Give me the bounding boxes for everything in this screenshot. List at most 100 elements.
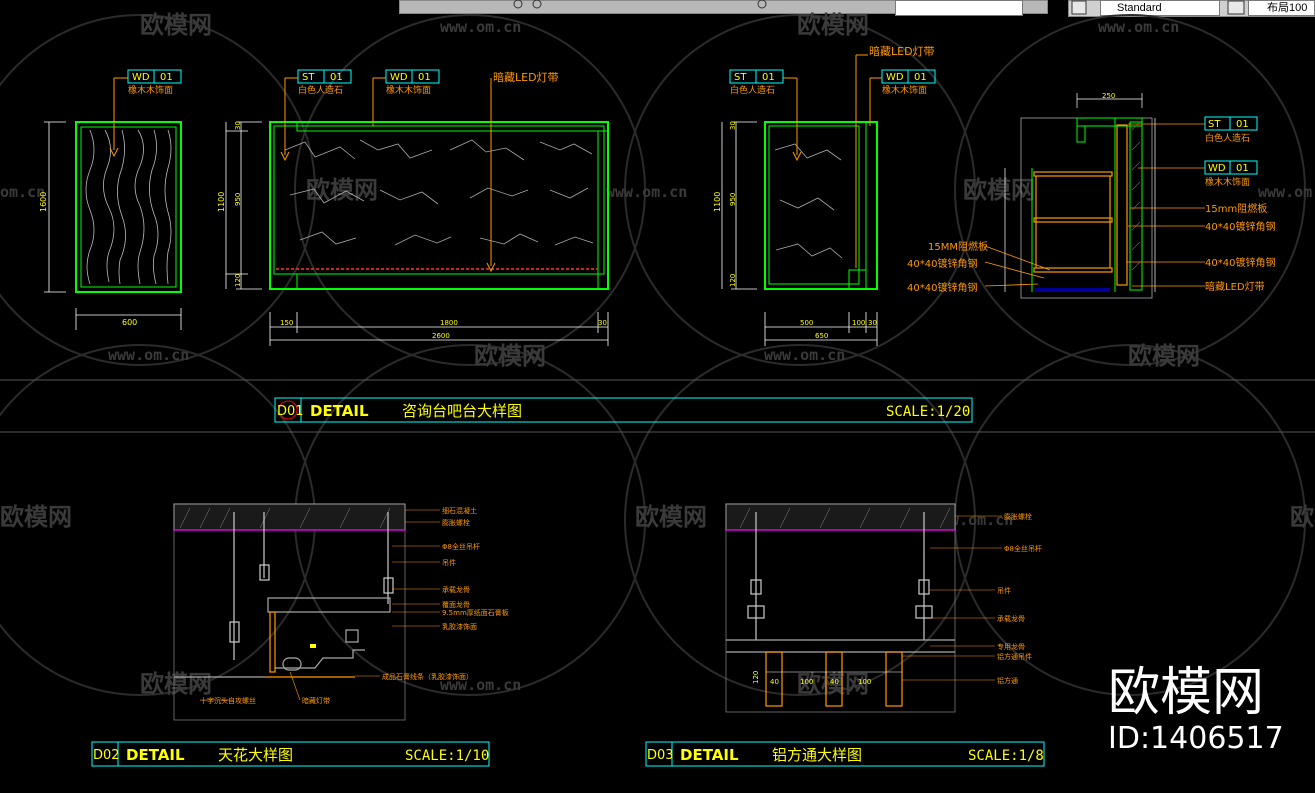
svg-text:橡木木饰面: 橡木木饰面 <box>1205 176 1250 188</box>
svg-text:白色人造石: 白色人造石 <box>298 84 343 96</box>
svg-text:WD: WD <box>390 72 408 83</box>
svg-text:Φ8全丝吊杆: Φ8全丝吊杆 <box>1004 544 1042 553</box>
svg-text:成品石膏线条（乳胶漆饰面）: 成品石膏线条（乳胶漆饰面） <box>382 672 473 681</box>
svg-text:30: 30 <box>868 319 877 327</box>
svg-text:SCALE:1/20: SCALE:1/20 <box>886 404 970 420</box>
svg-text:ST: ST <box>734 72 747 83</box>
svg-text:120: 120 <box>729 274 737 287</box>
svg-text:om.cn: om.cn <box>0 183 45 201</box>
svg-text:15mm阻燃板: 15mm阻燃板 <box>1205 202 1267 215</box>
svg-text:600: 600 <box>122 318 137 327</box>
svg-text:120: 120 <box>234 274 242 287</box>
brand-watermark-large: 欧模网 <box>1108 663 1264 723</box>
svg-text:橡木木饰面: 橡木木饰面 <box>386 84 431 96</box>
svg-text:橡木木饰面: 橡木木饰面 <box>882 84 927 96</box>
svg-text:橡木木饰面: 橡木木饰面 <box>128 84 173 96</box>
svg-text:40*40镀锌角钢: 40*40镀锌角钢 <box>907 281 977 294</box>
toolbar-icons[interactable] <box>513 0 1245 15</box>
d03-title-block: D03 DETAIL 铝方通大样图 SCALE:1/8 <box>645 741 1045 767</box>
svg-text:ST: ST <box>302 72 315 83</box>
svg-text:天花大样图: 天花大样图 <box>218 746 293 764</box>
svg-text:01: 01 <box>418 72 431 83</box>
svg-text:650: 650 <box>815 332 828 340</box>
svg-text:1100: 1100 <box>217 192 226 212</box>
svg-text:40*40镀锌角钢: 40*40镀锌角钢 <box>1205 220 1275 233</box>
svg-text:DETAIL: DETAIL <box>126 746 185 764</box>
layout-select[interactable]: 布局100 <box>1248 0 1315 16</box>
svg-text:100: 100 <box>858 678 871 686</box>
svg-text:十字沉头自攻螺丝: 十字沉头自攻螺丝 <box>200 696 256 705</box>
svg-text:欧模网: 欧模网 <box>635 503 707 531</box>
svg-text:01: 01 <box>1236 119 1249 130</box>
svg-text:铝方通吊件: 铝方通吊件 <box>997 652 1032 661</box>
svg-text:SCALE:1/8: SCALE:1/8 <box>968 748 1044 764</box>
svg-text:www.om.cn: www.om.cn <box>764 346 845 364</box>
watermark-circles <box>0 14 1306 696</box>
svg-text:咨询台吧台大样图: 咨询台吧台大样图 <box>402 402 522 420</box>
svg-text:www.om.cn: www.om.cn <box>1258 183 1315 201</box>
svg-text:铝方通: 铝方通 <box>997 676 1018 685</box>
svg-text:专用龙骨: 专用龙骨 <box>997 642 1025 651</box>
svg-text:30: 30 <box>598 319 607 327</box>
svg-text:乳胶漆饰面: 乳胶漆饰面 <box>442 622 477 631</box>
drawing-toolbar[interactable] <box>399 0 1048 14</box>
svg-text:D01: D01 <box>277 404 304 419</box>
svg-text:欧模网: 欧模网 <box>797 11 869 39</box>
svg-text:40: 40 <box>830 678 839 686</box>
svg-text:欧模网: 欧模网 <box>1128 342 1200 370</box>
svg-text:1100: 1100 <box>713 192 722 212</box>
svg-text:1600: 1600 <box>39 192 48 212</box>
svg-text:暗藏LED灯带: 暗藏LED灯带 <box>493 70 559 84</box>
svg-text:www.om.cn: www.om.cn <box>108 346 189 364</box>
svg-text:WD: WD <box>132 72 150 83</box>
svg-text:D02: D02 <box>93 748 120 763</box>
svg-text:www.om.cn: www.om.cn <box>440 676 521 694</box>
svg-text:暗藏灯带: 暗藏灯带 <box>302 696 330 705</box>
svg-text:250: 250 <box>1102 92 1115 100</box>
svg-text:120: 120 <box>752 671 760 684</box>
d02-title-block: D02 DETAIL 天花大样图 SCALE:1/10 <box>91 741 490 767</box>
svg-text:SCALE:1/10: SCALE:1/10 <box>405 748 489 764</box>
svg-text:欧模网: 欧模网 <box>1290 503 1315 531</box>
svg-text:Φ8全丝吊杆: Φ8全丝吊杆 <box>442 542 480 551</box>
svg-text:DETAIL: DETAIL <box>680 746 739 764</box>
svg-text:WD: WD <box>886 72 904 83</box>
svg-text:欧模网: 欧模网 <box>963 176 1035 204</box>
svg-text:150: 150 <box>280 319 293 327</box>
svg-text:欧模网: 欧模网 <box>0 503 72 531</box>
svg-text:www.om.cn: www.om.cn <box>440 18 521 36</box>
svg-text:15MM阻燃板: 15MM阻燃板 <box>928 240 988 253</box>
svg-text:40*40镀锌角钢: 40*40镀锌角钢 <box>907 257 977 270</box>
d02-ceiling-detail[interactable]: 细石混凝土 膨胀螺栓 Φ8全丝吊杆 吊件 承载龙骨 覆面龙骨 9.5mm厚纸面石… <box>173 503 509 721</box>
d01-view4-section[interactable]: 250 ST 01 白色人造石 WD 01 橡木木饰面 15mm阻燃板 40*4… <box>907 92 1275 299</box>
d01-view1-side-panel[interactable]: WD 01 橡木木饰面 1600 600 <box>39 69 182 330</box>
svg-text:9.5mm厚纸面石膏板: 9.5mm厚纸面石膏板 <box>442 608 509 617</box>
svg-text:100: 100 <box>852 319 865 327</box>
d01-view3-side-elevation[interactable]: ST 01 白色人造石 WD 01 橡木木饰面 暗藏LED灯带 1100 30 … <box>713 44 936 346</box>
svg-text:40*40镀锌角钢: 40*40镀锌角钢 <box>1205 256 1275 269</box>
svg-text:吊件: 吊件 <box>442 558 456 567</box>
svg-text:1800: 1800 <box>440 319 458 327</box>
svg-text:暗藏LED灯带: 暗藏LED灯带 <box>1205 280 1265 293</box>
svg-text:白色人造石: 白色人造石 <box>1205 132 1250 144</box>
svg-text:www.om.cn: www.om.cn <box>606 183 687 201</box>
d01-view2-front-elevation[interactable]: ST 01 白色人造石 WD 01 橡木木饰面 暗藏LED灯带 1100 30 … <box>217 69 609 346</box>
d01-title-block: D01 DETAIL 咨询台吧台大样图 SCALE:1/20 <box>274 397 973 423</box>
svg-text:吊件: 吊件 <box>997 586 1011 595</box>
text-style-select[interactable]: Standard <box>1100 0 1220 16</box>
svg-text:2600: 2600 <box>432 332 450 340</box>
svg-text:覆面龙骨: 覆面龙骨 <box>442 600 470 609</box>
svg-text:950: 950 <box>729 193 737 206</box>
brand-id-label: ID:1406517 <box>1108 721 1284 756</box>
svg-text:D03: D03 <box>647 748 674 763</box>
d03-aluminum-tube-detail[interactable]: 120 40 100 40 100 膨胀螺栓 Φ8全丝吊杆 吊件 承载龙骨 专用… <box>725 503 1042 713</box>
svg-text:30: 30 <box>234 121 242 130</box>
svg-text:01: 01 <box>330 72 343 83</box>
svg-text:www.om.cn: www.om.cn <box>1098 18 1179 36</box>
svg-text:承载龙骨: 承载龙骨 <box>442 585 470 594</box>
svg-text:欧模网: 欧模网 <box>474 342 546 370</box>
svg-text:欧模网: 欧模网 <box>140 670 212 698</box>
svg-text:DETAIL: DETAIL <box>310 402 369 420</box>
dimension-field[interactable] <box>895 0 1023 16</box>
